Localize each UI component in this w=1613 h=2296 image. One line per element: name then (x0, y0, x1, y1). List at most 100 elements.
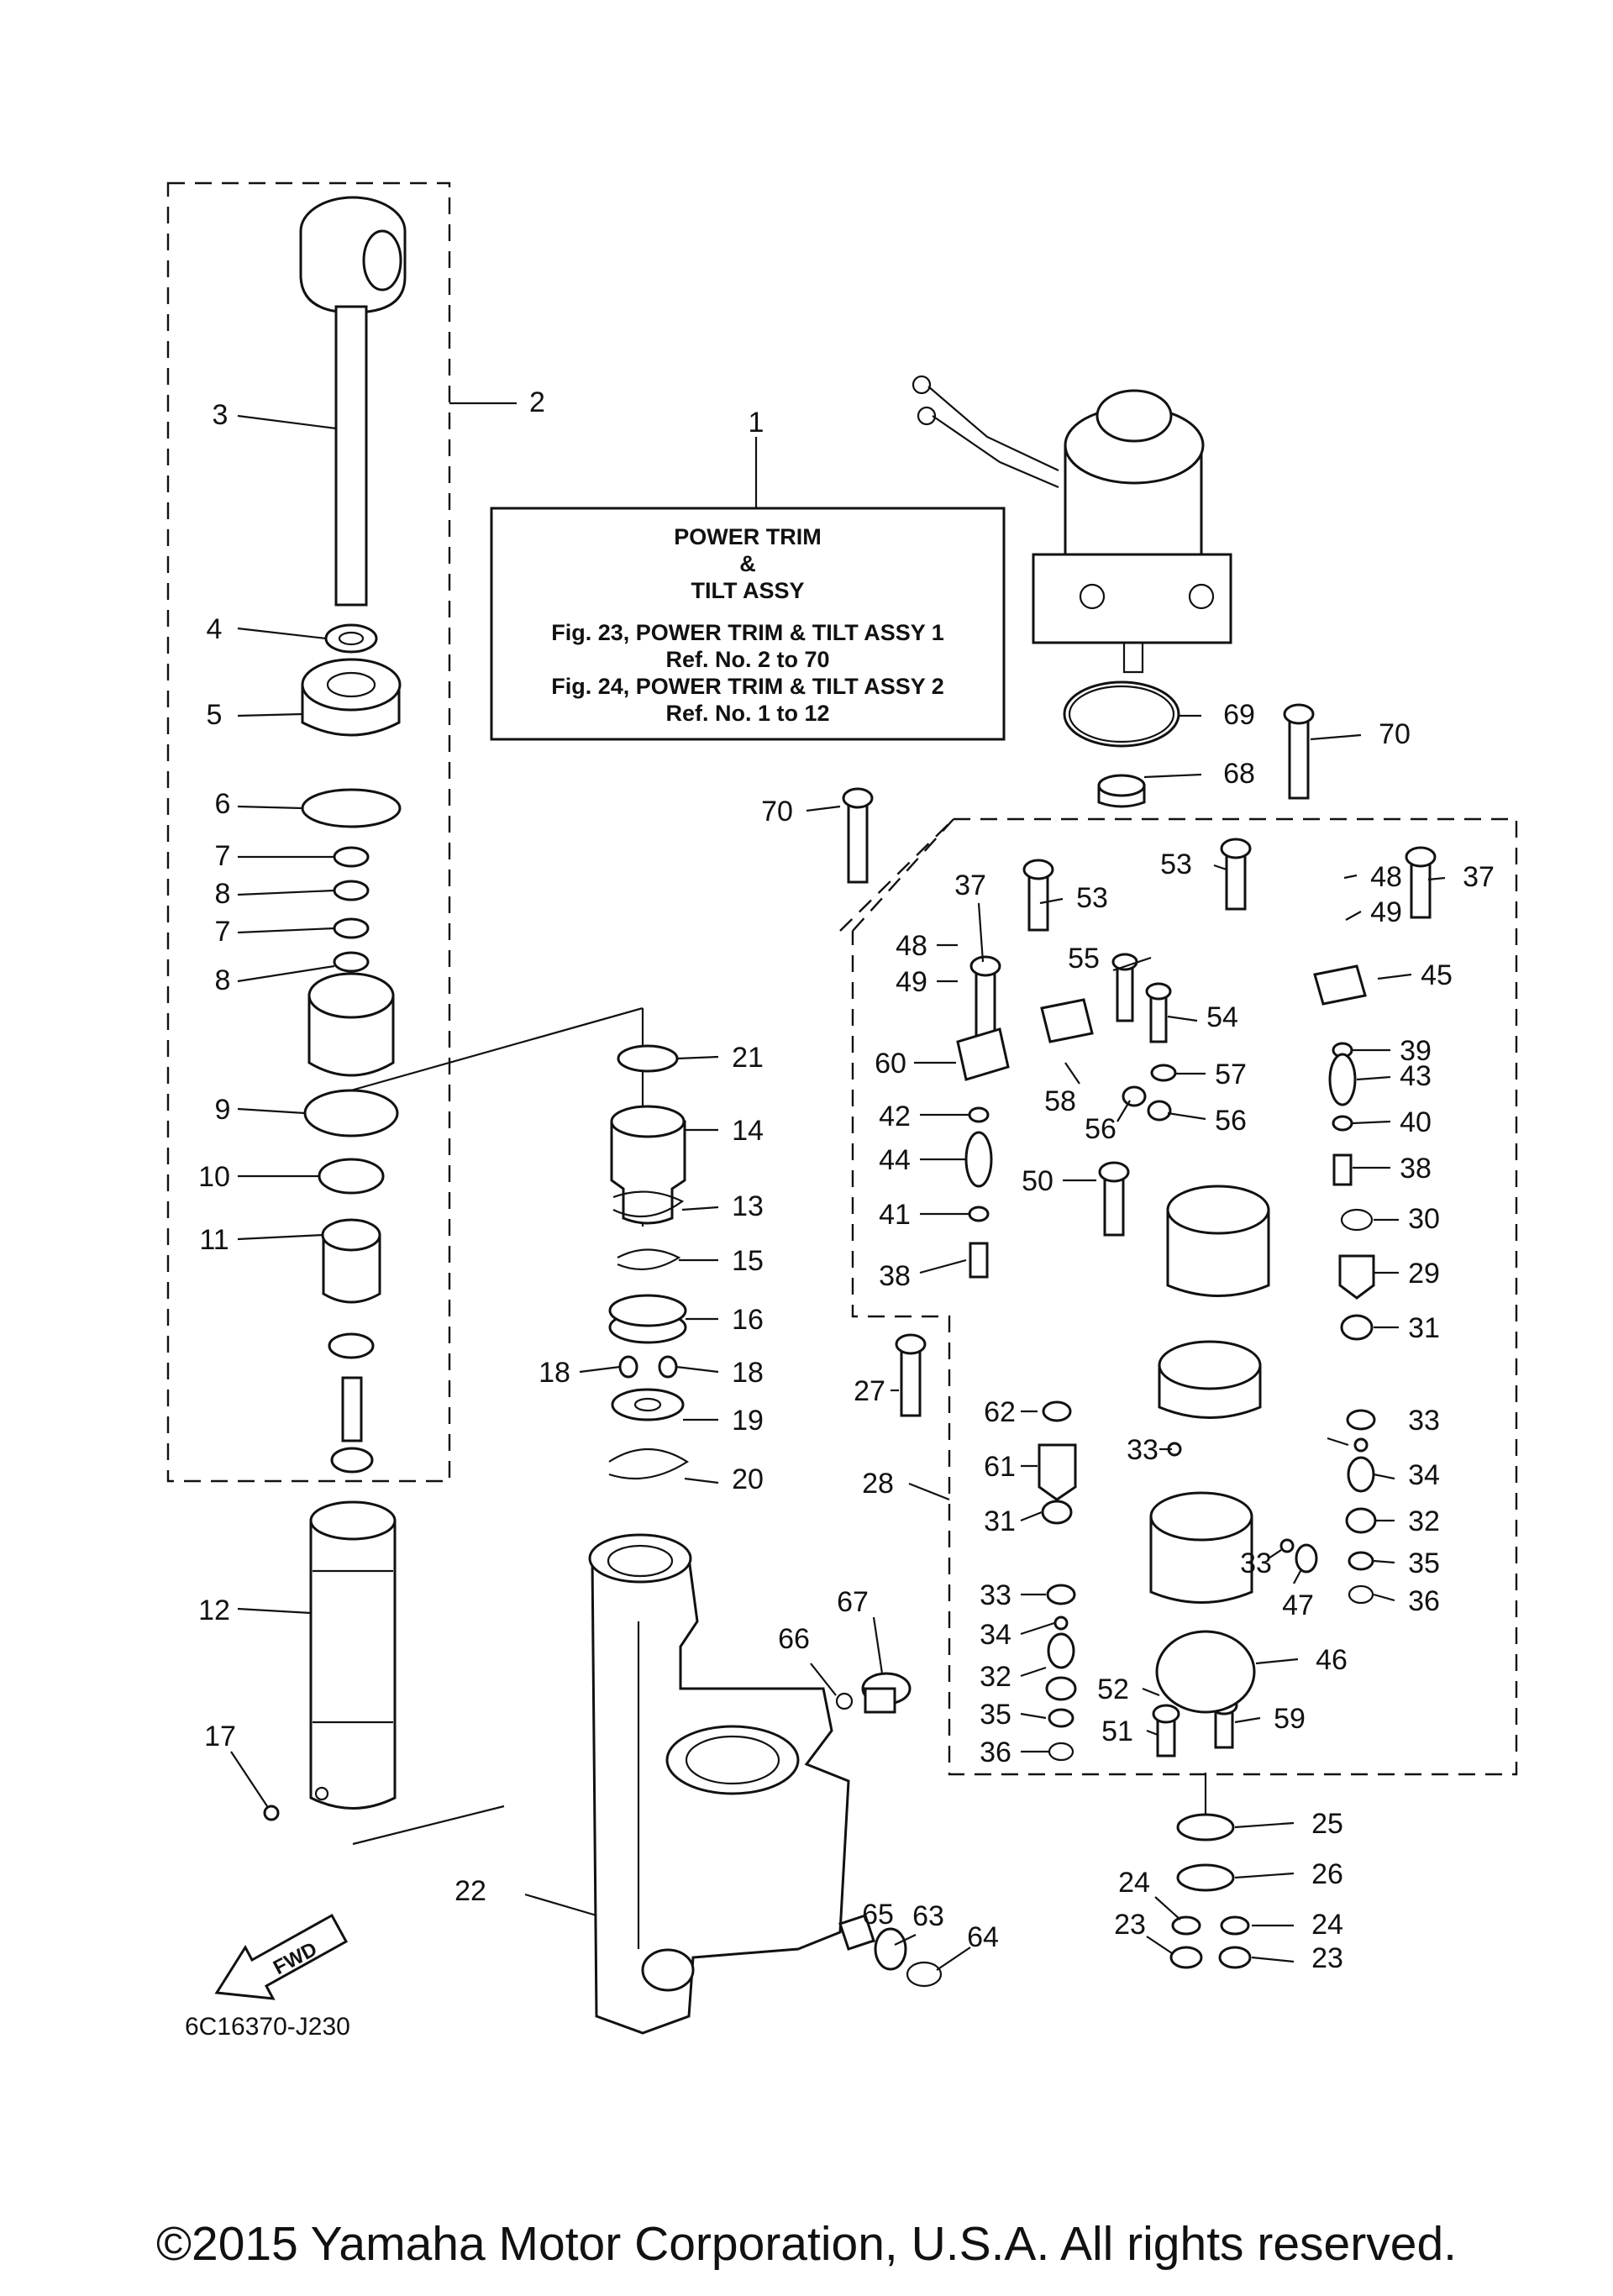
callout-48b: 48 (1370, 861, 1402, 893)
callout-50: 50 (1022, 1165, 1053, 1197)
callout-49a: 49 (896, 966, 927, 998)
callout-23b: 23 (1311, 1942, 1343, 1974)
callout-27: 27 (854, 1375, 885, 1407)
callout-36a: 36 (1408, 1585, 1440, 1617)
info-fig24-ref: Ref. No. 1 to 12 (665, 701, 829, 726)
callout-43: 43 (1400, 1060, 1432, 1092)
callout-65: 65 (862, 1899, 894, 1931)
cylinder-part-12 (263, 1500, 397, 1821)
callout-40: 40 (1400, 1106, 1432, 1138)
fittings (835, 1672, 943, 1988)
fwd-arrow-icon: FWD (214, 1913, 349, 2000)
callout-11: 11 (199, 1224, 229, 1256)
callout-29: 29 (1408, 1258, 1440, 1290)
info-title-line2: & (739, 551, 756, 576)
callout-9: 9 (215, 1094, 231, 1126)
callout-60: 60 (875, 1048, 906, 1080)
callout-37a: 37 (954, 870, 986, 901)
seals (1169, 1773, 1252, 1969)
callout-41: 41 (879, 1199, 911, 1231)
callout-15: 15 (732, 1245, 764, 1277)
callout-25: 25 (1311, 1808, 1343, 1840)
callout-33a: 33 (1127, 1434, 1159, 1466)
callout-34a: 34 (1408, 1459, 1440, 1491)
callout-49b: 49 (1370, 896, 1402, 928)
callout-7: 7 (215, 840, 231, 872)
info-title-line3: TILT ASSY (691, 578, 805, 603)
callout-28: 28 (862, 1468, 894, 1500)
callout-33d: 33 (1240, 1547, 1272, 1579)
callout-56b: 56 (1215, 1105, 1247, 1137)
callout-42: 42 (879, 1101, 911, 1132)
callout-labels: 1 2 3 4 5 6 7 8 7 8 9 10 11 12 17 21 14 … (198, 386, 1495, 1974)
callout-68: 68 (1223, 758, 1255, 790)
callout-14: 14 (732, 1115, 764, 1147)
callout-55: 55 (1068, 943, 1100, 975)
cylinder-body-part-22 (588, 1533, 850, 2035)
callout-3: 3 (213, 399, 229, 431)
callout-24a: 24 (1118, 1867, 1150, 1899)
trim-piston-parts (608, 1044, 690, 1480)
callout-37b: 37 (1463, 861, 1495, 893)
callout-32b: 32 (980, 1661, 1011, 1693)
callout-24b: 24 (1311, 1909, 1343, 1941)
callout-64: 64 (967, 1921, 999, 1953)
info-box: POWER TRIM & TILT ASSY Fig. 23, POWER TR… (490, 507, 1006, 741)
callout-21: 21 (732, 1042, 764, 1074)
info-fig23: Fig. 23, POWER TRIM & TILT ASSY 1 (551, 620, 944, 645)
callout-54: 54 (1206, 1001, 1238, 1033)
copyright-notice: ©2015 Yamaha Motor Corporation, U.S.A. A… (156, 2217, 1457, 2271)
diagram-code: 6C16370-J230 (185, 2013, 350, 2041)
tilt-rod-assembly (299, 196, 407, 1474)
callout-36b: 36 (980, 1736, 1011, 1768)
callout-63: 63 (912, 1900, 944, 1932)
callout-44: 44 (879, 1144, 911, 1176)
callout-46: 46 (1316, 1644, 1348, 1676)
callout-48a: 48 (896, 930, 927, 962)
callout-35a: 35 (1408, 1547, 1440, 1579)
callout-31a: 31 (1408, 1312, 1440, 1344)
callout-4: 4 (207, 613, 223, 645)
leader-lines (230, 402, 1446, 1971)
valve-stacks (964, 1042, 1377, 1762)
callout-1: 1 (749, 407, 764, 439)
callout-16: 16 (732, 1304, 764, 1336)
callout-35b: 35 (980, 1699, 1011, 1731)
info-title-line1: POWER TRIM (674, 524, 822, 549)
callout-7b: 7 (215, 916, 231, 948)
info-fig23-ref: Ref. No. 2 to 70 (665, 647, 829, 672)
callout-22: 22 (454, 1875, 486, 1907)
callout-34b: 34 (980, 1619, 1011, 1651)
bolts (842, 703, 1437, 1757)
callout-17: 17 (204, 1721, 236, 1752)
callout-33c: 33 (980, 1579, 1011, 1611)
callout-12: 12 (198, 1595, 230, 1626)
callout-26: 26 (1311, 1858, 1343, 1890)
callout-13: 13 (732, 1190, 764, 1222)
callout-53b: 53 (1160, 849, 1192, 880)
o-ring-and-cap (1063, 680, 1180, 808)
callout-38b: 38 (1400, 1153, 1432, 1185)
callout-18b: 18 (732, 1357, 764, 1389)
callout-69: 69 (1223, 699, 1255, 731)
callout-67: 67 (837, 1586, 869, 1618)
callout-2: 2 (529, 386, 545, 418)
callout-5: 5 (207, 699, 223, 731)
callout-62: 62 (984, 1396, 1016, 1428)
callout-38a: 38 (879, 1260, 911, 1292)
callout-57: 57 (1215, 1059, 1247, 1090)
callout-33b: 33 (1408, 1405, 1440, 1437)
callout-8: 8 (215, 878, 231, 910)
info-fig24: Fig. 24, POWER TRIM & TILT ASSY 2 (551, 674, 944, 699)
callout-6: 6 (215, 788, 231, 820)
callout-47: 47 (1282, 1589, 1314, 1621)
callout-8b: 8 (215, 964, 231, 996)
callout-30: 30 (1408, 1203, 1440, 1235)
callout-66: 66 (778, 1623, 810, 1655)
callout-23a: 23 (1114, 1909, 1146, 1941)
callout-56a: 56 (1085, 1113, 1116, 1145)
callout-10: 10 (198, 1161, 230, 1193)
callout-18a: 18 (539, 1357, 570, 1389)
callout-61: 61 (984, 1451, 1016, 1483)
